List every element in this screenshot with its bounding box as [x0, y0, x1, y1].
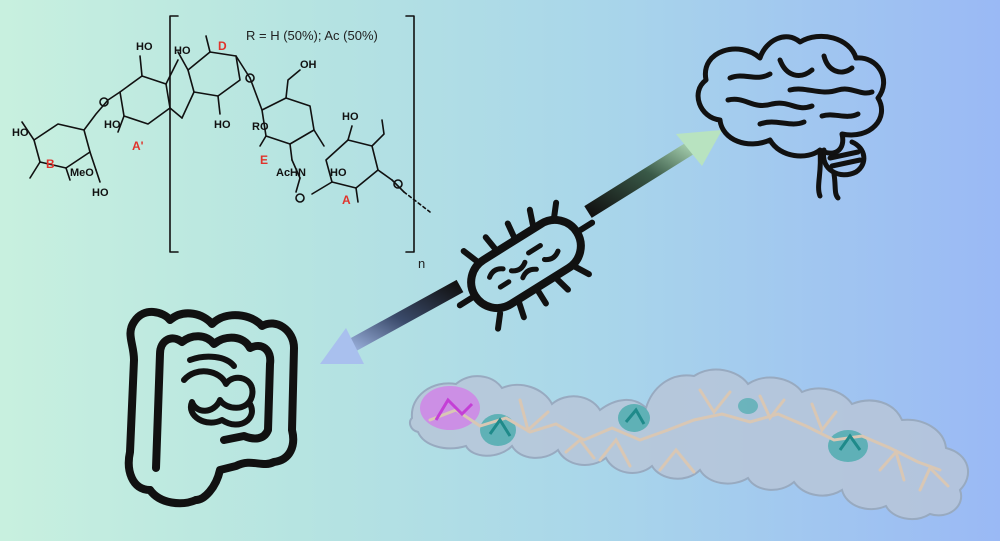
o-atom-1	[99, 97, 109, 107]
atom-oh-right: OH	[300, 59, 317, 71]
repeat-subscript: n	[418, 256, 425, 271]
o-atom-4	[393, 179, 403, 189]
atom-ho-3: HO	[12, 127, 29, 139]
repeat-bracket-right	[405, 15, 415, 253]
atom-achn: AcHN	[276, 167, 306, 179]
intestine-icon	[124, 308, 298, 508]
teal-residue-2	[618, 404, 650, 432]
ring-a-prime	[107, 55, 183, 133]
arrow-to-brain	[584, 130, 722, 218]
repeat-bracket-left	[169, 15, 179, 253]
ring-e	[249, 69, 325, 193]
molecular-surface	[409, 368, 969, 521]
atom-meo: MeO	[70, 167, 94, 179]
ring-a	[311, 119, 405, 203]
atom-ho-6: HO	[92, 187, 109, 199]
atom-ho-2: HO	[174, 45, 191, 57]
o-atom-2	[245, 73, 255, 83]
atom-ho-7: HO	[342, 111, 359, 123]
r-group-note: R = H (50%); Ac (50%)	[246, 28, 378, 43]
ring-label-b: B	[46, 157, 55, 171]
atom-ho-1: HO	[136, 41, 153, 53]
atom-ho-8: HO	[330, 167, 347, 179]
o-atom-3	[295, 193, 305, 203]
teal-residue-4	[738, 398, 758, 414]
atom-ho-5: HO	[214, 119, 231, 131]
ring-label-e: E	[260, 153, 268, 167]
ring-label-d: D	[218, 39, 227, 53]
bacterium-icon	[456, 199, 596, 332]
arrow-to-gut	[320, 279, 464, 364]
ring-b	[21, 99, 109, 183]
ring-label-a: A	[342, 193, 351, 207]
magenta-residue	[420, 386, 480, 430]
atom-ro: RO	[252, 121, 269, 133]
ring-d	[177, 35, 251, 119]
chain-continuation	[403, 191, 431, 213]
stick-model	[428, 388, 950, 492]
molecular-surface-model	[409, 368, 969, 521]
teal-residue-1	[480, 414, 516, 446]
chemical-structure	[21, 15, 431, 253]
structure-labels: R = H (50%); Ac (50%) n D A' B E A HO HO…	[12, 28, 425, 271]
brain-icon	[695, 33, 886, 201]
atom-ho-4: HO	[104, 119, 121, 131]
magenta-sticks	[434, 397, 474, 421]
teal-sticks	[488, 407, 862, 451]
ring-label-a-prime: A'	[132, 139, 144, 153]
